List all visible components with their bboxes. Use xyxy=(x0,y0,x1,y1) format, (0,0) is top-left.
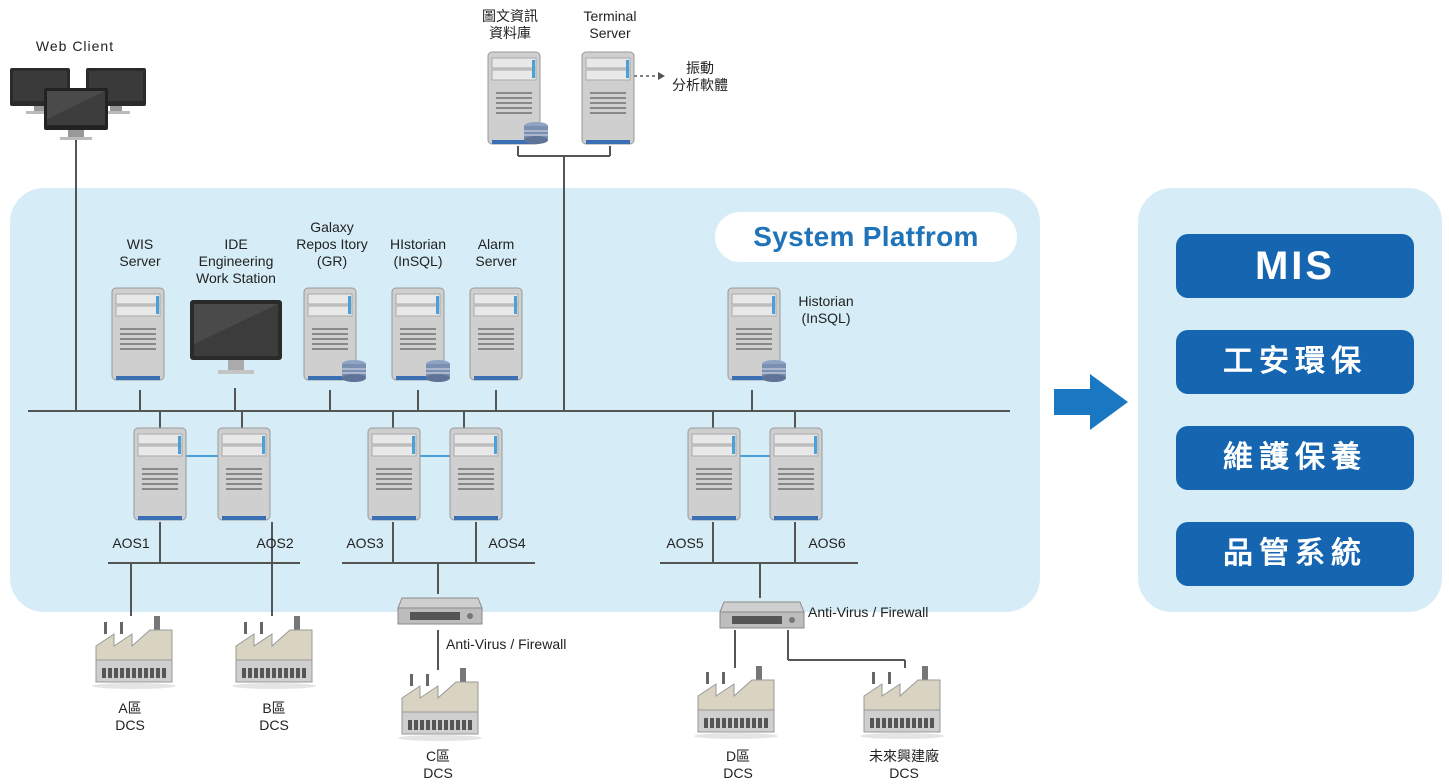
aos4-server-icon xyxy=(449,427,503,521)
ide-workstation-label-line1: IDE xyxy=(224,236,248,252)
mis-button[interactable]: MIS xyxy=(1176,234,1414,298)
plant-a-label-line1: A區 xyxy=(118,700,142,716)
galaxy-repository-server-icon xyxy=(303,287,366,382)
terminal-server-label-line2: Server xyxy=(589,25,631,41)
historian-2-label-line2: (InSQL) xyxy=(801,310,851,326)
plant-b-label-line2: DCS xyxy=(259,717,289,733)
galaxy-repository-label-line3: (GR) xyxy=(316,253,348,269)
wis-server-label: WIS Server xyxy=(100,236,180,270)
aos4-label: AOS4 xyxy=(488,535,526,551)
historian-server-2-icon xyxy=(727,287,786,382)
aos2-label: AOS2 xyxy=(256,535,294,551)
aos5-label: AOS5 xyxy=(666,535,704,551)
alarm-server-icon xyxy=(469,287,523,381)
historian-label-line2: (InSQL) xyxy=(393,253,443,269)
terminal-server-label: Terminal Server xyxy=(570,8,650,42)
plant-c-label: C區 DCS xyxy=(408,748,468,782)
galaxy-repository-label-line2: Repos Itory xyxy=(296,236,368,252)
plant-future-label: 未來興建廠 DCS xyxy=(856,748,952,782)
factory-future-icon xyxy=(860,666,944,739)
ide-workstation-monitor-icon xyxy=(190,300,282,374)
vibration-software-label: 振動 分析軟體 xyxy=(660,60,740,94)
historian-server-icon xyxy=(391,287,450,382)
plant-future-label-line1: 未來興建廠 xyxy=(869,748,939,764)
plant-a-label-line2: DCS xyxy=(115,717,145,733)
ide-workstation-label-line2: Engineering xyxy=(198,253,274,269)
platform-title: System Platfrom xyxy=(715,212,1017,262)
document-db-label-line2: 資料庫 xyxy=(489,25,531,41)
terminal-server-label-line1: Terminal xyxy=(583,8,637,24)
plant-a-label: A區 DCS xyxy=(100,700,160,734)
wis-server-label-line1: WIS xyxy=(126,236,154,252)
document-db-label-line1: 圖文資訊 xyxy=(482,8,538,24)
aos1-label: AOS1 xyxy=(112,535,150,551)
plant-b-label: B區 DCS xyxy=(244,700,304,734)
galaxy-repository-label: Galaxy Repos Itory (GR) xyxy=(290,219,374,270)
alarm-server-label: Alarm Server xyxy=(458,236,534,270)
aos1-server-icon xyxy=(133,427,187,521)
alarm-server-label-line2: Server xyxy=(475,253,517,269)
document-db-label: 圖文資訊 資料庫 xyxy=(470,8,550,42)
historian-2-label-line1: Historian xyxy=(798,293,854,309)
plant-d-label-line2: DCS xyxy=(723,765,753,781)
factory-b-icon xyxy=(232,616,316,689)
aos6-server-icon xyxy=(769,427,823,521)
aos3-server-icon xyxy=(367,427,421,521)
wis-server-label-line2: Server xyxy=(119,253,161,269)
plant-c-label-line1: C區 xyxy=(425,748,451,764)
plant-future-label-line2: DCS xyxy=(889,765,919,781)
historian-label: HIstorian (InSQL) xyxy=(378,236,458,270)
maintenance-button[interactable]: 維護保養 xyxy=(1176,426,1414,490)
firewall-label: Anti-Virus / Firewall xyxy=(446,636,567,652)
firewall-2-label: Anti-Virus / Firewall xyxy=(808,604,929,620)
vibration-software-label-line2: 分析軟體 xyxy=(672,77,728,93)
plant-d-label-line1: D區 xyxy=(725,748,751,764)
factory-a-icon xyxy=(92,616,176,689)
document-db-server-icon xyxy=(487,51,548,145)
right-arrow-icon xyxy=(1054,374,1128,430)
firewall-appliance-2-icon xyxy=(719,601,805,629)
firewall-appliance-icon xyxy=(397,597,483,625)
safety-env-button[interactable]: 工安環保 xyxy=(1176,330,1414,394)
aos3-label: AOS3 xyxy=(346,535,384,551)
web-client-label: Web Client xyxy=(35,38,115,54)
historian-2-label: Historian (InSQL) xyxy=(786,293,866,327)
plant-d-label: D區 DCS xyxy=(708,748,768,782)
ide-workstation-label: IDE Engineering Work Station xyxy=(182,236,290,287)
historian-label-line1: HIstorian xyxy=(389,236,447,252)
factory-c-icon xyxy=(398,668,482,741)
plant-c-label-line2: DCS xyxy=(423,765,453,781)
aos2-server-icon xyxy=(217,427,271,521)
aos6-label: AOS6 xyxy=(808,535,846,551)
galaxy-repository-label-line1: Galaxy xyxy=(310,219,354,235)
terminal-server-icon xyxy=(581,51,635,145)
wis-server-icon xyxy=(111,287,165,381)
web-client-monitors-icon xyxy=(10,68,146,140)
alarm-server-label-line1: Alarm xyxy=(477,236,515,252)
ide-workstation-label-line3: Work Station xyxy=(196,270,276,286)
vibration-software-label-line1: 振動 xyxy=(686,60,714,76)
aos5-server-icon xyxy=(687,427,741,521)
factory-d-icon xyxy=(694,666,778,739)
plant-b-label-line1: B區 xyxy=(262,700,286,716)
quality-system-button[interactable]: 品管系統 xyxy=(1176,522,1414,586)
